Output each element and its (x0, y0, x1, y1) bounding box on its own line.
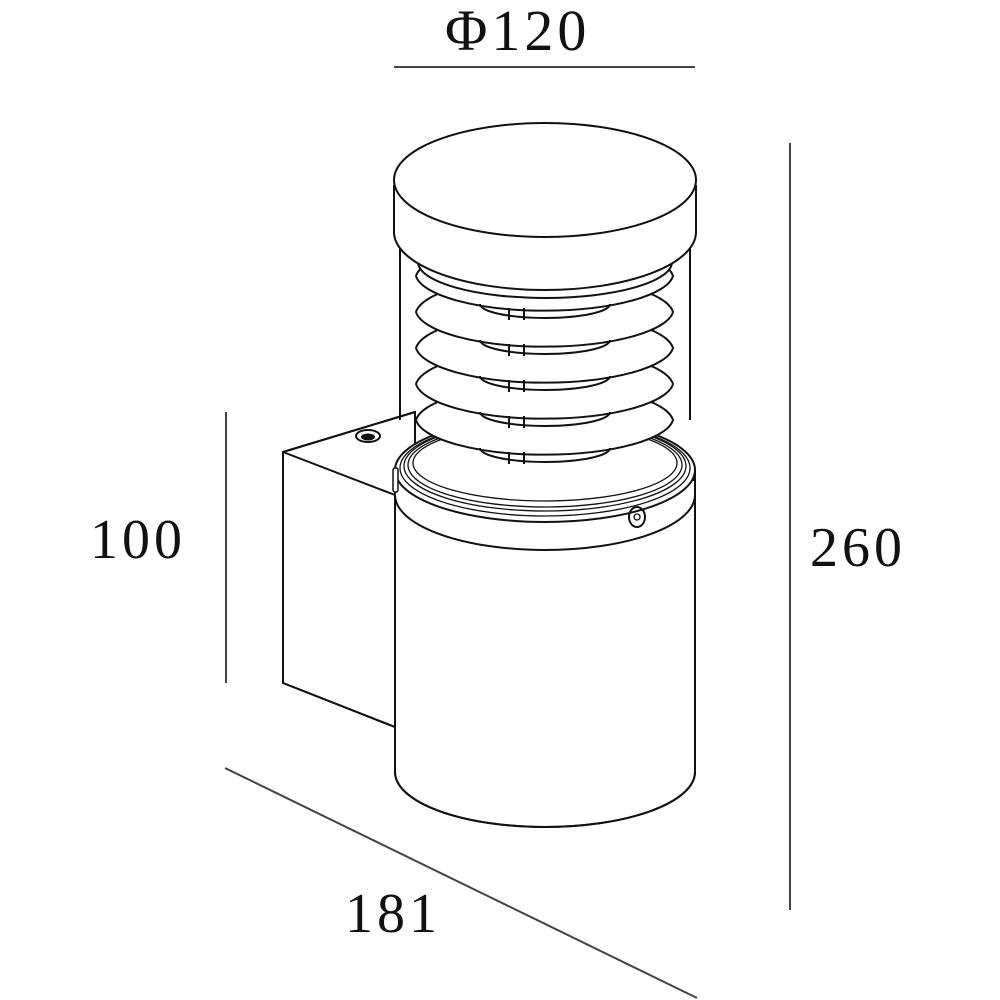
glass-diffuser (399, 240, 691, 420)
diameter-label: Φ120 (445, 0, 591, 63)
set-screw-icon (628, 506, 646, 528)
total-height-label: 260 (810, 517, 906, 579)
body-cylinder (394, 479, 696, 828)
depth-dimension-line (224, 767, 698, 999)
bracket-height-label: 100 (90, 509, 186, 571)
projection-depth-label: 181 (345, 883, 441, 945)
top-cap (393, 122, 697, 291)
bracket-screw-icon (355, 429, 381, 443)
